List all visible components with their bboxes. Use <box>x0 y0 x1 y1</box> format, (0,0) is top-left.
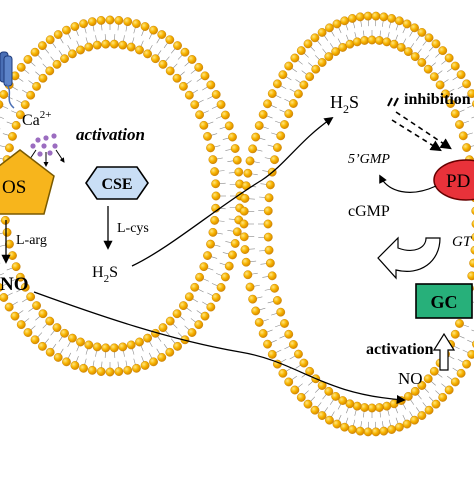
l-cys-label: L-cys <box>117 221 149 236</box>
gtp-label: GT <box>452 234 473 250</box>
right-h2s-label: H2S <box>330 92 359 116</box>
l-arg-label: L-arg <box>16 233 47 248</box>
receptor-channel-icon <box>0 52 14 108</box>
right-no-label: NO <box>398 369 423 388</box>
inhibition-label: inhibition <box>404 91 471 108</box>
right-cell-outer-membrane <box>240 12 474 436</box>
left-activation-label: activation <box>76 125 145 144</box>
gmp5-label: 5’GMP <box>348 152 390 167</box>
left-cell-content: Ca2+ activation OS CSE L-arg L-cys <box>0 52 149 295</box>
right-activation-label: activation <box>366 341 434 358</box>
block-mark-icon <box>388 98 398 106</box>
left-no-label: NO <box>0 274 29 295</box>
left-h2s-label: H2S <box>92 264 118 285</box>
degradation-arrow <box>380 176 436 192</box>
cse-label: CSE <box>101 176 132 193</box>
pde-label: PD <box>446 171 470 192</box>
cgmp-label: cGMP <box>348 203 390 220</box>
calcium-label: Ca2+ <box>22 109 52 129</box>
gc-label: GC <box>431 292 458 312</box>
synthesis-arrow-icon <box>378 238 440 278</box>
nos-label: OS <box>2 177 26 198</box>
